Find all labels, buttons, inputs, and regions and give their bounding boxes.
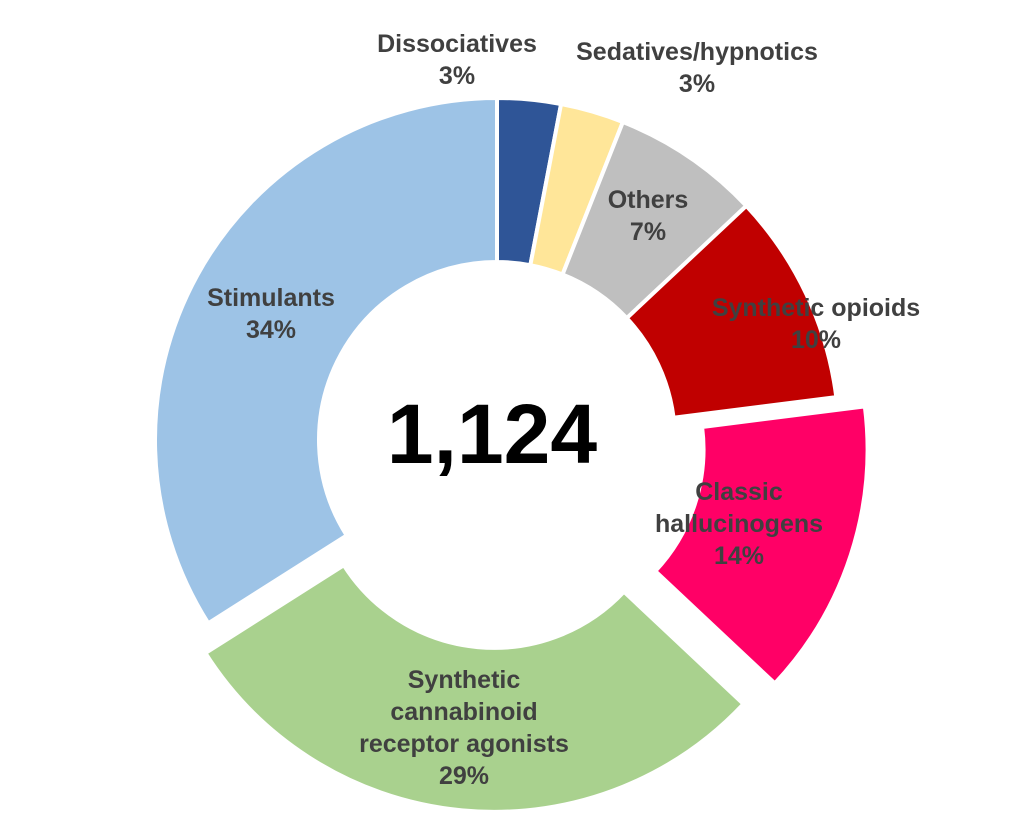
slices-group [153,95,870,814]
slice-synthetic-cannabinoid-receptor-agonists [202,562,747,814]
center-total: 1,124 [387,387,597,481]
slice-synthetic-opioids [623,203,839,420]
slice-classic-hallucinogens [652,404,870,687]
slice-stimulants [153,95,499,627]
